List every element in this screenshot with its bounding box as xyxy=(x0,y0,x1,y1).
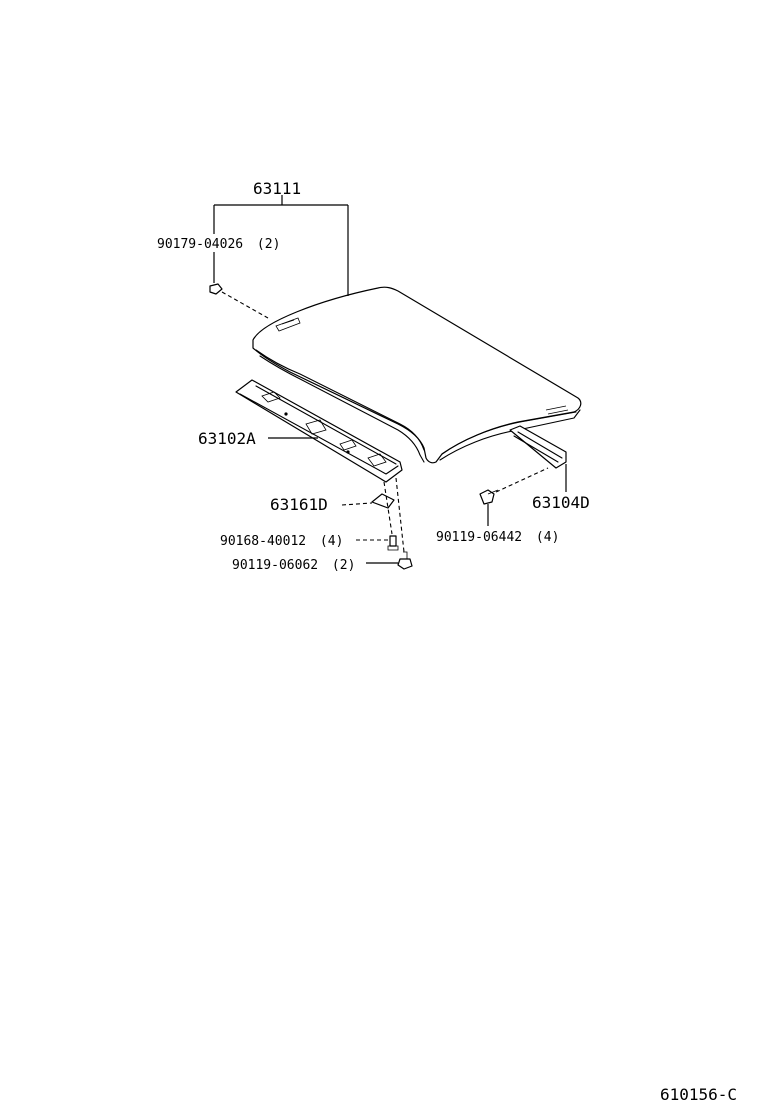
bracket-63161d xyxy=(371,493,395,509)
screw-90119-06062 xyxy=(397,551,413,570)
label-90119-06442: 90119-06442 (4) xyxy=(436,530,559,545)
clip-90179 xyxy=(209,283,223,295)
label-63102a: 63102A xyxy=(198,429,256,448)
label-63111: 63111 xyxy=(253,179,301,198)
label-90119-06062-part: 90119-06062 xyxy=(232,558,318,573)
label-90119-06442-qty: (4) xyxy=(536,530,559,545)
screw-90119-06442 xyxy=(479,489,499,505)
label-90168-40012-part: 90168-40012 xyxy=(220,534,306,549)
label-90119-06062-qty: (2) xyxy=(332,558,355,573)
roof-panel xyxy=(252,286,582,464)
front-header-panel xyxy=(235,379,403,483)
label-90179-04026: 90179-04026 (2) xyxy=(157,237,280,252)
side-rail xyxy=(509,425,567,469)
screw-90168 xyxy=(387,535,399,551)
label-90119-06442-part: 90119-06442 xyxy=(436,530,522,545)
label-90168-40012-qty: (4) xyxy=(320,534,343,549)
label-90168-40012: 90168-40012 (4) xyxy=(220,534,343,549)
label-90179-04026-part: 90179-04026 xyxy=(157,237,243,252)
label-63161d: 63161D xyxy=(270,495,328,514)
label-90179-04026-qty: (2) xyxy=(257,237,280,252)
leader-lines xyxy=(213,195,567,564)
reference-code: 610156-C xyxy=(660,1085,737,1104)
label-90119-06062: 90119-06062 (2) xyxy=(232,558,355,573)
label-63104d: 63104D xyxy=(532,493,590,512)
